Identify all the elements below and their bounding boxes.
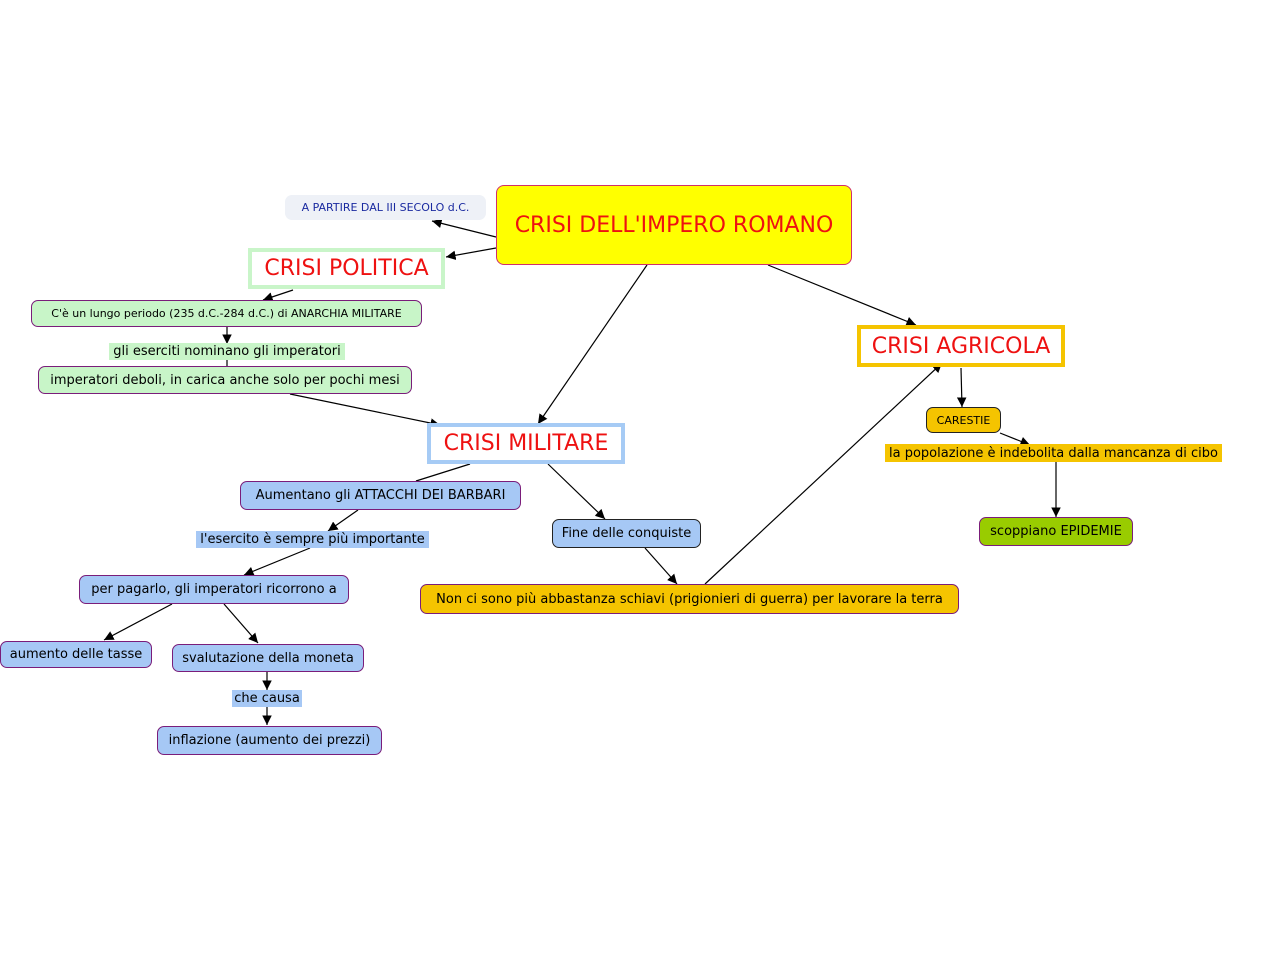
edge-fine-schiavi <box>644 547 678 585</box>
crisi-agricola-node[interactable]: CRISI AGRICOLA <box>857 325 1065 367</box>
imperatori-deboli-node[interactable]: imperatori deboli, in carica anche solo … <box>38 366 412 394</box>
edge-politica-anarchia <box>262 289 294 302</box>
crisi-militare-node[interactable]: CRISI MILITARE <box>427 423 625 464</box>
che-causa-label[interactable]: che causa <box>232 690 302 707</box>
edge-pagarlo-svalutazione <box>223 603 259 644</box>
aumento-tasse-node[interactable]: aumento delle tasse <box>0 641 152 668</box>
eserciti-nominano-label[interactable]: gli eserciti nominano gli imperatori <box>109 343 345 360</box>
edge-root-intro <box>431 218 497 238</box>
edge-root-politica <box>445 247 497 261</box>
epidemie-node[interactable]: scoppiano EPIDEMIE <box>979 517 1133 546</box>
esercito-importante-label[interactable]: l'esercito è sempre più importante <box>196 531 429 548</box>
edge-attacchi-esercito <box>327 509 359 532</box>
edge-agricola-carestie <box>956 367 967 408</box>
inflazione-node[interactable]: inflazione (aumento dei prezzi) <box>157 726 382 755</box>
fine-conquiste-node[interactable]: Fine delle conquiste <box>552 519 701 548</box>
intro-note[interactable]: A PARTIRE DAL III SECOLO d.C. <box>285 195 486 220</box>
svalutazione-moneta-node[interactable]: svalutazione della moneta <box>172 644 364 672</box>
edge-militare-fine <box>547 463 606 520</box>
edge-deboli-militare <box>289 393 441 428</box>
popolazione-indebolita-label[interactable]: la popolazione è indebolita dalla mancan… <box>885 444 1222 462</box>
schiavi-node[interactable]: Non ci sono più abbastanza schiavi (prig… <box>420 584 959 614</box>
edge-pagarlo-tasse <box>103 603 173 641</box>
attacchi-barbari-node[interactable]: Aumentano gli ATTACCHI DEI BARBARI <box>240 481 521 510</box>
per-pagarlo-node[interactable]: per pagarlo, gli imperatori ricorrono a <box>79 575 349 604</box>
anarchia-militare-node[interactable]: C'è un lungo periodo (235 d.C.-284 d.C.)… <box>31 300 422 327</box>
carestie-node[interactable]: CARESTIE <box>926 407 1001 433</box>
edge-root-militare <box>537 264 648 425</box>
edge-esercito-pagarlo <box>243 547 311 576</box>
crisi-politica-node[interactable]: CRISI POLITICA <box>248 248 445 289</box>
edge-schiavi-agricola <box>704 362 943 585</box>
edge-root-agricola <box>767 264 917 326</box>
root-concept[interactable]: CRISI DELL'IMPERO ROMANO <box>496 185 852 265</box>
edge-militare-attacchi <box>415 463 471 482</box>
